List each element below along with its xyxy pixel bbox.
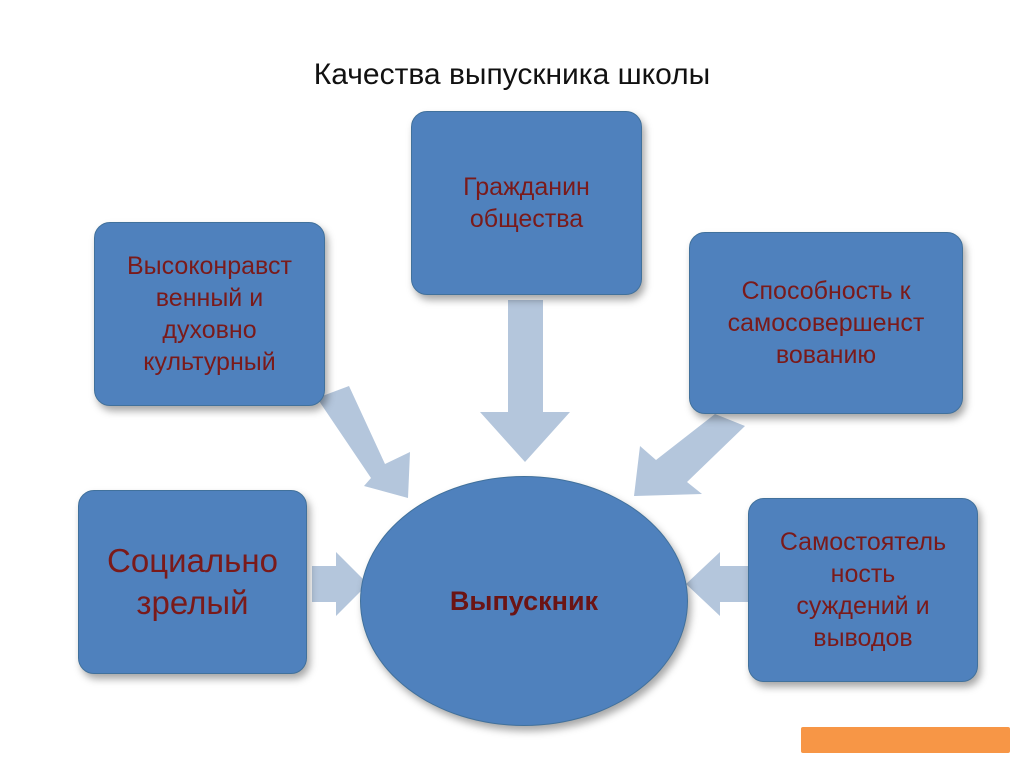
quality-label-independence: Самостоятель ность суждений и выводов — [779, 528, 947, 652]
arrow-from-self-improvement — [634, 414, 745, 496]
arrow-from-independence — [686, 552, 748, 616]
center-node: Выпускник — [360, 476, 688, 726]
arrow-from-moral — [317, 386, 410, 498]
accent-bar — [801, 727, 1010, 753]
quality-label-citizen: Гражданин общества — [463, 173, 590, 233]
quality-box-moral: Высоконравст венный и духовно культурный — [94, 222, 325, 406]
quality-box-independence: Самостоятель ность суждений и выводов — [748, 498, 978, 682]
arrow-from-social — [312, 552, 368, 616]
page-title: Качества выпускника школы — [313, 58, 711, 91]
quality-box-citizen: Гражданин общества — [411, 111, 642, 295]
quality-box-social: Социально зрелый — [78, 490, 307, 674]
quality-label-moral: Высоконравст венный и духовно культурный — [126, 252, 292, 376]
arrow-from-citizen — [480, 300, 570, 462]
center-label: Выпускник — [449, 585, 599, 616]
quality-label-social: Социально зрелый — [107, 541, 278, 621]
quality-box-self-improvement: Способность к самосовершенст вованию — [689, 232, 963, 414]
quality-label-self-improvement: Способность к самосовершенст вованию — [727, 277, 925, 369]
